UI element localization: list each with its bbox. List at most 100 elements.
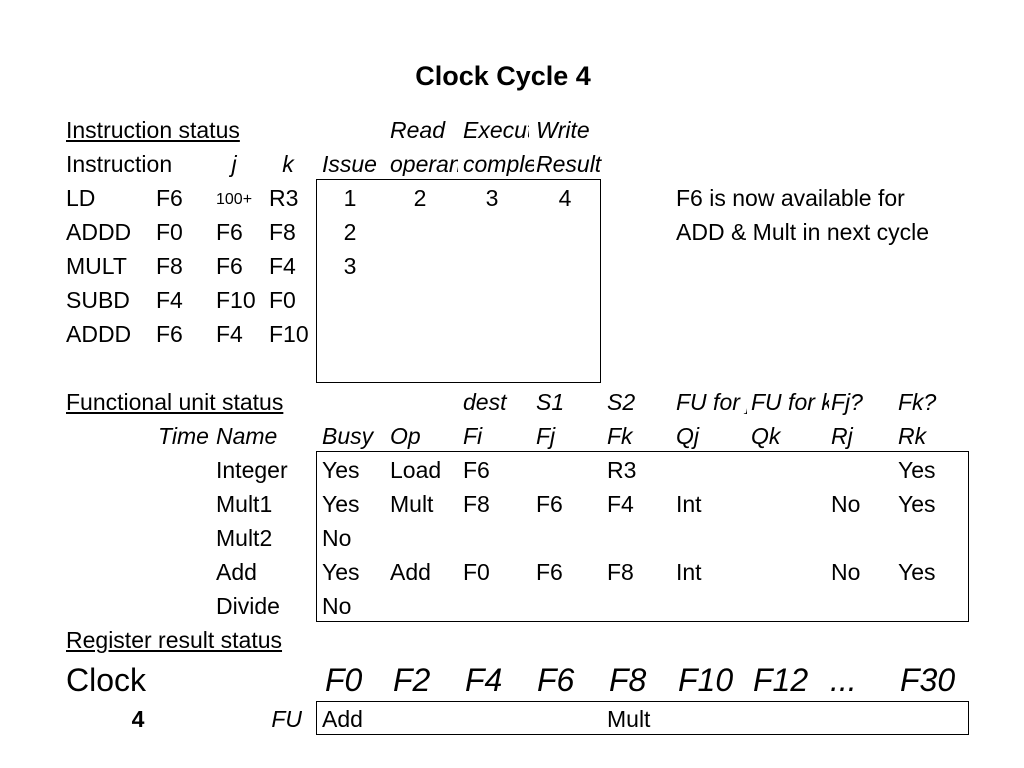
- instruction-dest: F6: [156, 185, 183, 211]
- unit-rj: No: [831, 559, 861, 585]
- issue-cell: 3: [343, 253, 357, 279]
- instruction-j: F4: [216, 321, 243, 347]
- instruction-op: ADDD: [66, 321, 132, 347]
- header-fu-for-k: FU for k: [751, 391, 829, 414]
- unit-op: Add: [390, 559, 431, 585]
- unit-busy: Yes: [322, 559, 360, 585]
- header-write: Write: [536, 119, 590, 142]
- header-rk: Rk: [898, 423, 927, 449]
- clock-label: Clock: [66, 662, 147, 698]
- register-name: F2: [393, 662, 431, 698]
- unit-busy: Yes: [322, 491, 360, 517]
- header-time: Time: [158, 425, 209, 448]
- register-name: F30: [900, 662, 956, 698]
- execution-complete-cell: 3: [485, 185, 499, 211]
- header-fj-ready: Fj?: [831, 389, 863, 415]
- unit-name: Add: [216, 559, 257, 585]
- header-fk: Fk: [607, 423, 633, 449]
- unit-fi: F6: [463, 457, 490, 483]
- instruction-k: F10: [269, 321, 309, 347]
- unit-fj: F6: [536, 491, 563, 517]
- write-result-cell: 4: [558, 185, 572, 211]
- instruction-k: F8: [269, 219, 296, 245]
- header-qj: Qj: [676, 423, 699, 449]
- header-execution-complete: complete: [463, 153, 534, 176]
- header-name: Name: [216, 423, 278, 449]
- register-result-box: [316, 701, 969, 735]
- instruction-j: F6: [216, 219, 243, 245]
- fu-row-label: FU: [271, 706, 302, 732]
- instruction-status-box: [316, 179, 601, 383]
- register-name: F10: [678, 662, 734, 698]
- unit-busy: No: [322, 525, 352, 551]
- unit-name: Mult2: [216, 525, 273, 551]
- unit-busy: No: [322, 593, 352, 619]
- unit-qj: Int: [676, 491, 702, 517]
- instruction-j: F6: [216, 253, 243, 279]
- header-execution: Execution: [463, 119, 529, 142]
- note-line-2: ADD & Mult in next cycle: [676, 219, 930, 245]
- instruction-op: ADDD: [66, 219, 132, 245]
- register-name: ...: [830, 662, 857, 698]
- register-fu: Mult: [607, 706, 651, 732]
- register-name: F0: [325, 662, 363, 698]
- instruction-k: F0: [269, 287, 296, 313]
- instruction-op: MULT: [66, 253, 127, 279]
- issue-cell: 1: [343, 185, 357, 211]
- unit-busy: Yes: [322, 457, 360, 483]
- register-name: F8: [609, 662, 647, 698]
- instruction-j: 100+: [216, 191, 253, 208]
- header-s2: S2: [607, 389, 636, 415]
- unit-rk: Yes: [898, 491, 936, 517]
- header-s1: S1: [536, 389, 565, 415]
- register-name: F6: [537, 662, 575, 698]
- unit-name: Integer: [216, 457, 288, 483]
- register-result-status-label: Register result status: [66, 627, 283, 653]
- functional-unit-status-label: Functional unit status: [66, 389, 284, 415]
- page-title: Clock Cycle 4: [415, 61, 591, 91]
- header-qk: Qk: [751, 423, 781, 449]
- issue-cell: 2: [343, 219, 357, 245]
- header-write-result: Result: [536, 153, 602, 176]
- read-operands-cell: 2: [413, 185, 427, 211]
- header-fi: Fi: [463, 423, 483, 449]
- unit-fj: F6: [536, 559, 563, 585]
- clock-value: 4: [131, 706, 145, 732]
- instruction-dest: F4: [156, 287, 183, 313]
- unit-rj: No: [831, 491, 861, 517]
- instruction-op: LD: [66, 185, 96, 211]
- header-fk-ready: Fk?: [898, 389, 937, 415]
- functional-unit-status-box: [316, 451, 969, 622]
- header-j: j: [231, 151, 237, 177]
- header-k: k: [282, 151, 294, 177]
- instruction-j: F10: [216, 287, 256, 313]
- instruction-op: SUBD: [66, 287, 130, 313]
- instruction-status-label: Instruction status: [66, 117, 240, 143]
- instruction-dest: F8: [156, 253, 183, 279]
- unit-fk: R3: [607, 457, 637, 483]
- instruction-dest: F0: [156, 219, 183, 245]
- header-fu-for-j: FU for j: [676, 391, 747, 414]
- unit-fk: F4: [607, 491, 634, 517]
- note-line-1: F6 is now available for: [676, 185, 905, 211]
- unit-fi: F0: [463, 559, 490, 585]
- instruction-dest: F6: [156, 321, 183, 347]
- header-op: Op: [390, 423, 421, 449]
- header-instruction: Instruction: [66, 151, 173, 177]
- register-fu: Add: [322, 706, 363, 732]
- instruction-k: R3: [269, 185, 299, 211]
- unit-op: Mult: [390, 491, 434, 517]
- unit-name: Divide: [216, 593, 280, 619]
- unit-rk: Yes: [898, 559, 936, 585]
- header-read-operands: operands: [390, 153, 458, 176]
- header-read: Read: [390, 119, 445, 142]
- header-fj: Fj: [536, 423, 556, 449]
- instruction-k: F4: [269, 253, 296, 279]
- header-rj: Rj: [831, 423, 853, 449]
- unit-name: Mult1: [216, 491, 273, 517]
- register-name: F12: [753, 662, 809, 698]
- header-dest: dest: [463, 389, 507, 415]
- unit-fk: F8: [607, 559, 634, 585]
- header-busy: Busy: [322, 423, 374, 449]
- register-name: F4: [465, 662, 503, 698]
